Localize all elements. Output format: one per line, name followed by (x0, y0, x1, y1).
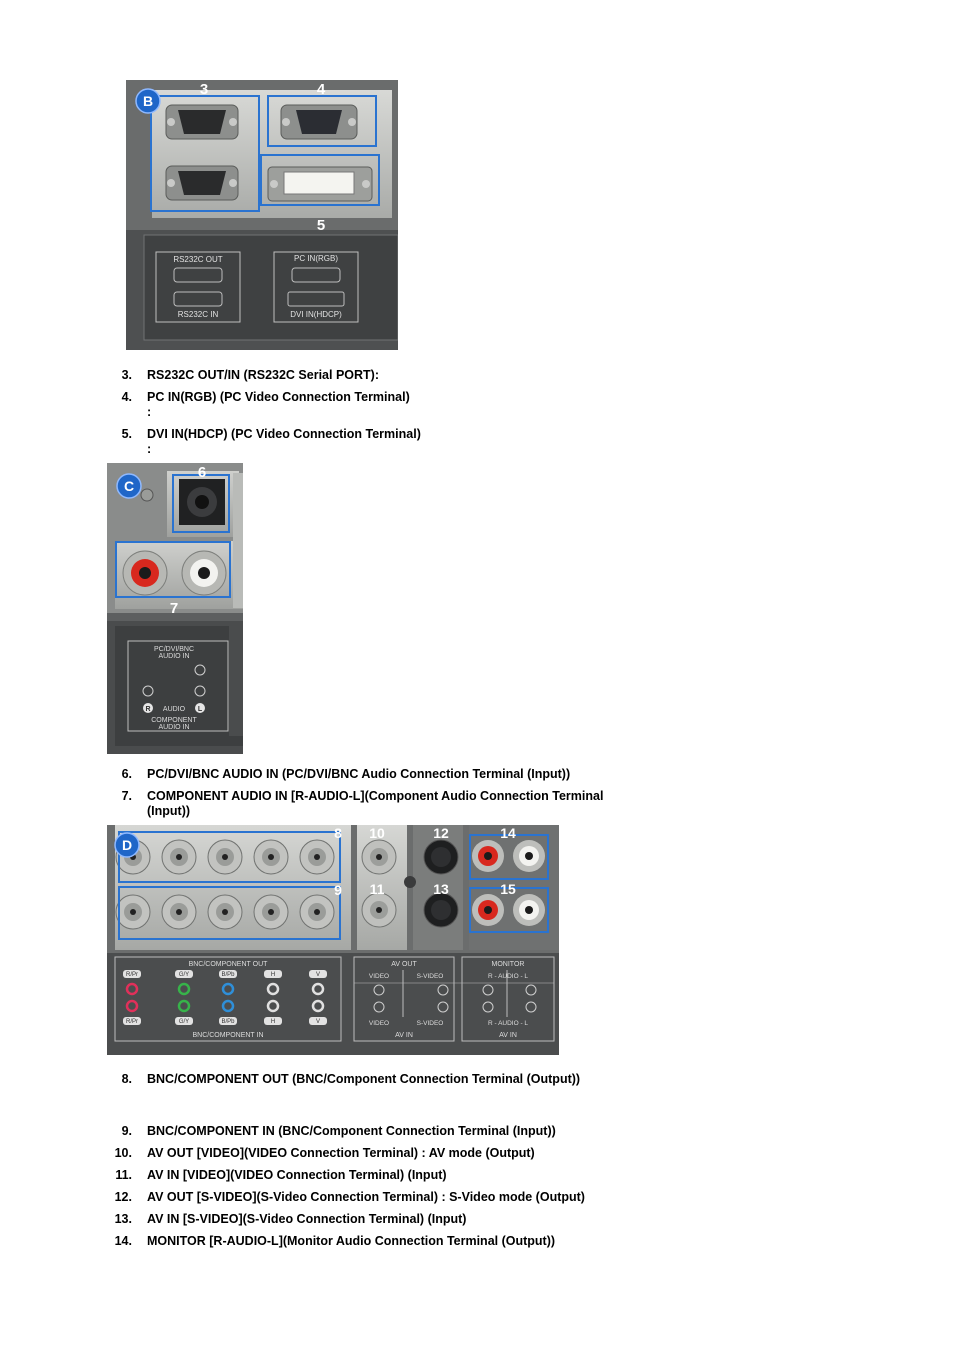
callout-3: 3 (200, 81, 208, 98)
callout-4: 4 (317, 81, 326, 98)
audio-l-label: L (198, 706, 203, 713)
av-in-video-jack (361, 892, 397, 928)
monitor-audio-bottom-label: R - AUDIO - L (488, 1020, 528, 1027)
pc-audio-label-1: PC/DVI/BNC (154, 646, 194, 653)
bnc-in-jack (207, 894, 243, 930)
bnc-out-jack (207, 839, 243, 875)
callout-7: 7 (170, 600, 178, 617)
component-audio-l-jack (181, 550, 227, 596)
badge-c-letter: C (124, 478, 134, 494)
pc-in-label: PC IN(RGB) (294, 254, 338, 263)
callout-15: 15 (500, 881, 516, 897)
av-in-label: AV IN (395, 1032, 413, 1039)
callout-14: 14 (500, 825, 516, 841)
rs232c-in-label: RS232C IN (178, 310, 219, 319)
bnc-in-jack (299, 894, 335, 930)
badge-b-letter: B (143, 93, 153, 109)
callout-6: 6 (198, 464, 206, 481)
dvi-in-port (267, 166, 373, 202)
pc-audio-in-jack (179, 479, 225, 525)
dvi-in-label: DVI IN(HDCP) (290, 310, 342, 319)
bnc-out-jack (299, 839, 335, 875)
audio-r-label: R (145, 706, 150, 713)
panel-b-photo: RS232C OUT RS232C IN PC IN(RGB) DVI IN(H… (126, 80, 398, 350)
av-out-svideo-jack (423, 839, 459, 875)
bnc-out-jack (161, 839, 197, 875)
pc-in-rgb-port (280, 104, 358, 140)
bnc-channel-label: V (316, 972, 320, 978)
monitor-audio-l-jack (513, 840, 545, 872)
callout-9: 9 (334, 882, 342, 898)
bnc-channel-label: B/Pb (221, 972, 235, 978)
callout-11: 11 (370, 881, 385, 897)
monitor-audio-r-jack (472, 840, 504, 872)
callout-12: 12 (433, 825, 449, 841)
av-video-bottom-label: VIDEO (369, 1020, 389, 1027)
av-in-audio-r-jack (472, 894, 504, 926)
callout-8: 8 (334, 825, 342, 841)
audio-label: AUDIO (163, 706, 186, 713)
badge-d (114, 832, 140, 858)
bnc-in-label: BNC/COMPONENT IN (192, 1032, 263, 1039)
monitor-av-in-label: AV IN (499, 1032, 517, 1039)
av-in-audio-l-jack (513, 894, 545, 926)
component-audio-r-jack (122, 550, 168, 596)
badge-c (116, 473, 142, 499)
bnc-channel-label: R/Pr (126, 972, 138, 978)
badge-d-letter: D (122, 837, 132, 853)
bnc-channel-label: G/Y (179, 972, 189, 978)
bnc-in-jack (161, 894, 197, 930)
component-label-1: COMPONENT (151, 717, 197, 724)
bnc-in-jack (253, 894, 289, 930)
monitor-label: MONITOR (492, 961, 525, 968)
av-in-svideo-jack (423, 892, 459, 928)
bnc-channel-label: V (316, 1019, 320, 1025)
bnc-channel-label: H (271, 1019, 275, 1025)
av-svideo-bottom-label: S-VIDEO (417, 1020, 444, 1027)
bnc-out-jack (253, 839, 289, 875)
av-out-label: AV OUT (391, 961, 417, 968)
rs232c-out-port (165, 104, 239, 140)
bnc-in-jack (115, 894, 151, 930)
bnc-channel-label: H (271, 972, 275, 978)
callout-10: 10 (369, 825, 385, 841)
bnc-channel-label: G/Y (179, 1019, 189, 1025)
panel-c-photo: PC/DVI/BNC AUDIO IN R AUDIO L COMPONENT … (107, 463, 243, 754)
badge-b (135, 88, 161, 114)
av-video-top-label: VIDEO (369, 973, 389, 980)
bnc-out-label: BNC/COMPONENT OUT (189, 961, 269, 968)
callout-5: 5 (317, 217, 325, 234)
rs232c-in-port (165, 165, 239, 201)
rs232c-out-label: RS232C OUT (173, 255, 222, 264)
bnc-channel-label: R/Pr (126, 1019, 138, 1025)
component-label-2: AUDIO IN (158, 724, 189, 731)
monitor-audio-top-label: R - AUDIO - L (488, 973, 528, 980)
bnc-channel-label: B/Pb (221, 1019, 235, 1025)
av-svideo-top-label: S-VIDEO (417, 973, 444, 980)
pc-audio-label-2: AUDIO IN (158, 653, 189, 660)
av-out-video-jack (361, 839, 397, 875)
callout-13: 13 (433, 881, 449, 897)
